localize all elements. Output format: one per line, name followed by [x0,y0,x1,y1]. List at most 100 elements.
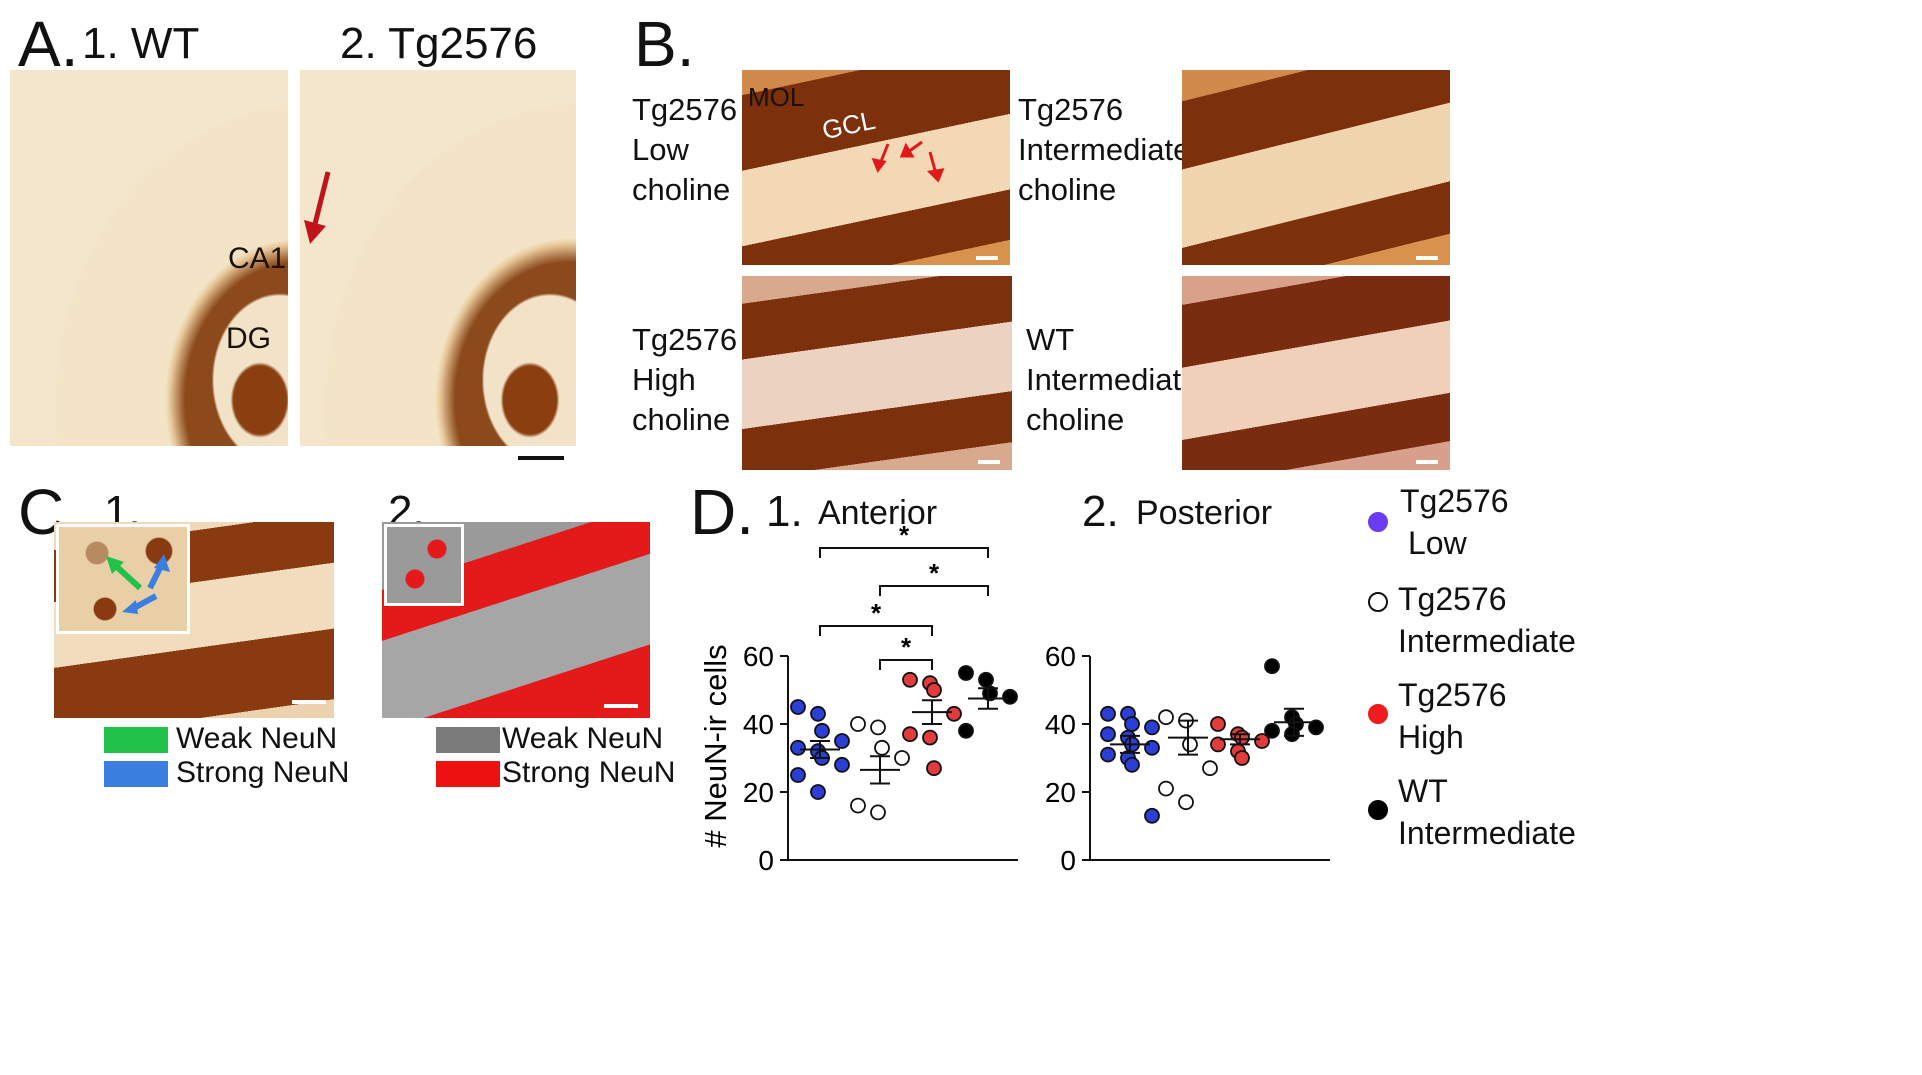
scale-bar [1416,460,1438,464]
scale-bar [604,704,638,708]
strong-neun-swatch [436,761,500,787]
significance-star: * [901,632,912,662]
scale-bar [1416,256,1438,260]
anterior-point [1002,688,1018,705]
posterior-point [1264,658,1280,675]
posterior-point [1182,736,1198,753]
posterior-point [1124,756,1140,773]
scale-bar [292,700,326,704]
anterior-point [790,699,806,715]
posterior-point [1234,750,1250,766]
weak-neun-swatch [104,727,168,753]
anterior-point [790,739,806,756]
posterior-y-tick-label: 60 [1045,641,1076,672]
posterior-y-tick-label: 40 [1045,709,1076,740]
panel-d2-number: 2. [1082,487,1119,536]
panel-d1-number: 1. [766,487,803,536]
anterior-point [902,671,918,688]
ca1-label: CA1 [228,242,287,275]
anterior-point [894,750,910,766]
anterior-point [902,726,918,743]
anterior-point [870,804,886,821]
anterior-point [874,739,890,756]
posterior-point [1158,709,1174,726]
posterior-point [1234,729,1250,746]
weak-neun-swatch [436,727,500,753]
neun-arrows-icon [106,554,170,614]
panel-a2-title: 2. Tg2576 [340,19,538,68]
anterior-point [810,705,826,722]
anterior-point [850,716,866,732]
panel-d-label: D. [690,476,754,548]
neun-threshold-inset [384,524,464,606]
red-arrows-icon [871,140,945,183]
anterior-point [850,797,866,814]
posterior-point [1210,716,1226,732]
significance-bracket [879,585,989,596]
significance-bracket [819,625,933,636]
strong-neun-label: Strong NeuN [502,756,676,789]
dg-label: DG [226,322,271,355]
panel-d2-title: Posterior [1136,494,1273,532]
legend-marker-tg-high [1368,704,1388,724]
micrograph-tg-high [742,276,1012,470]
wt-brain-section-image [10,70,288,446]
micrograph-wt-intermediate [1182,276,1450,470]
micrograph-tg-intermediate [1182,70,1450,265]
anterior-point [814,722,830,739]
tg2576-brain-section-image [300,70,576,446]
anterior-point [922,729,938,746]
panel-d1-title: Anterior [818,494,938,532]
legend-marker-tg-intermediate [1368,592,1388,612]
anterior-point [946,705,962,722]
posterior-point [1100,726,1116,743]
legend-marker-tg-low [1368,512,1388,532]
panel-b-label: B. [634,8,695,80]
weak-neun-label: Weak NeuN [502,722,664,755]
anterior-y-tick-label: 20 [743,777,774,808]
panel-a1-title: 1. WT [82,19,200,68]
posterior-y-tick-label: 20 [1045,777,1076,808]
panel-a-label: A. [18,8,79,80]
scale-bar [976,256,998,260]
strong-neun-label: Strong NeuN [176,756,350,789]
posterior-point [1144,719,1160,736]
anterior-point [834,756,850,773]
legend-marker-wt-intermediate [1368,800,1388,820]
y-axis-label: # NeuN-ir cells [698,644,733,847]
scale-bar [978,460,1000,464]
significance-bracket [819,547,989,558]
posterior-point [1144,739,1160,756]
posterior-point [1144,807,1160,824]
anterior-y-tick-label: 60 [743,641,774,672]
neun-inset-zoom [56,524,190,634]
posterior-point [1210,736,1226,753]
strong-neun-swatch [104,761,168,787]
posterior-point [1202,760,1218,777]
scale-bar [518,456,564,460]
anterior-point [834,733,850,749]
posterior-point [1100,705,1116,722]
anterior-point [810,784,826,800]
anterior-point [926,760,942,777]
posterior-point [1158,780,1174,797]
posterior-point [1264,722,1280,739]
anterior-y-tick-label: 40 [743,709,774,740]
significance-star: * [899,520,910,550]
anterior-point [958,665,974,681]
posterior-point [1124,716,1140,732]
anterior-point [926,682,942,698]
anterior-point [790,767,806,783]
mol-label: MOL [748,82,805,112]
anterior-point [870,719,886,736]
posterior-point [1284,726,1300,743]
posterior-point [1100,746,1116,763]
anterior-point [958,722,974,739]
